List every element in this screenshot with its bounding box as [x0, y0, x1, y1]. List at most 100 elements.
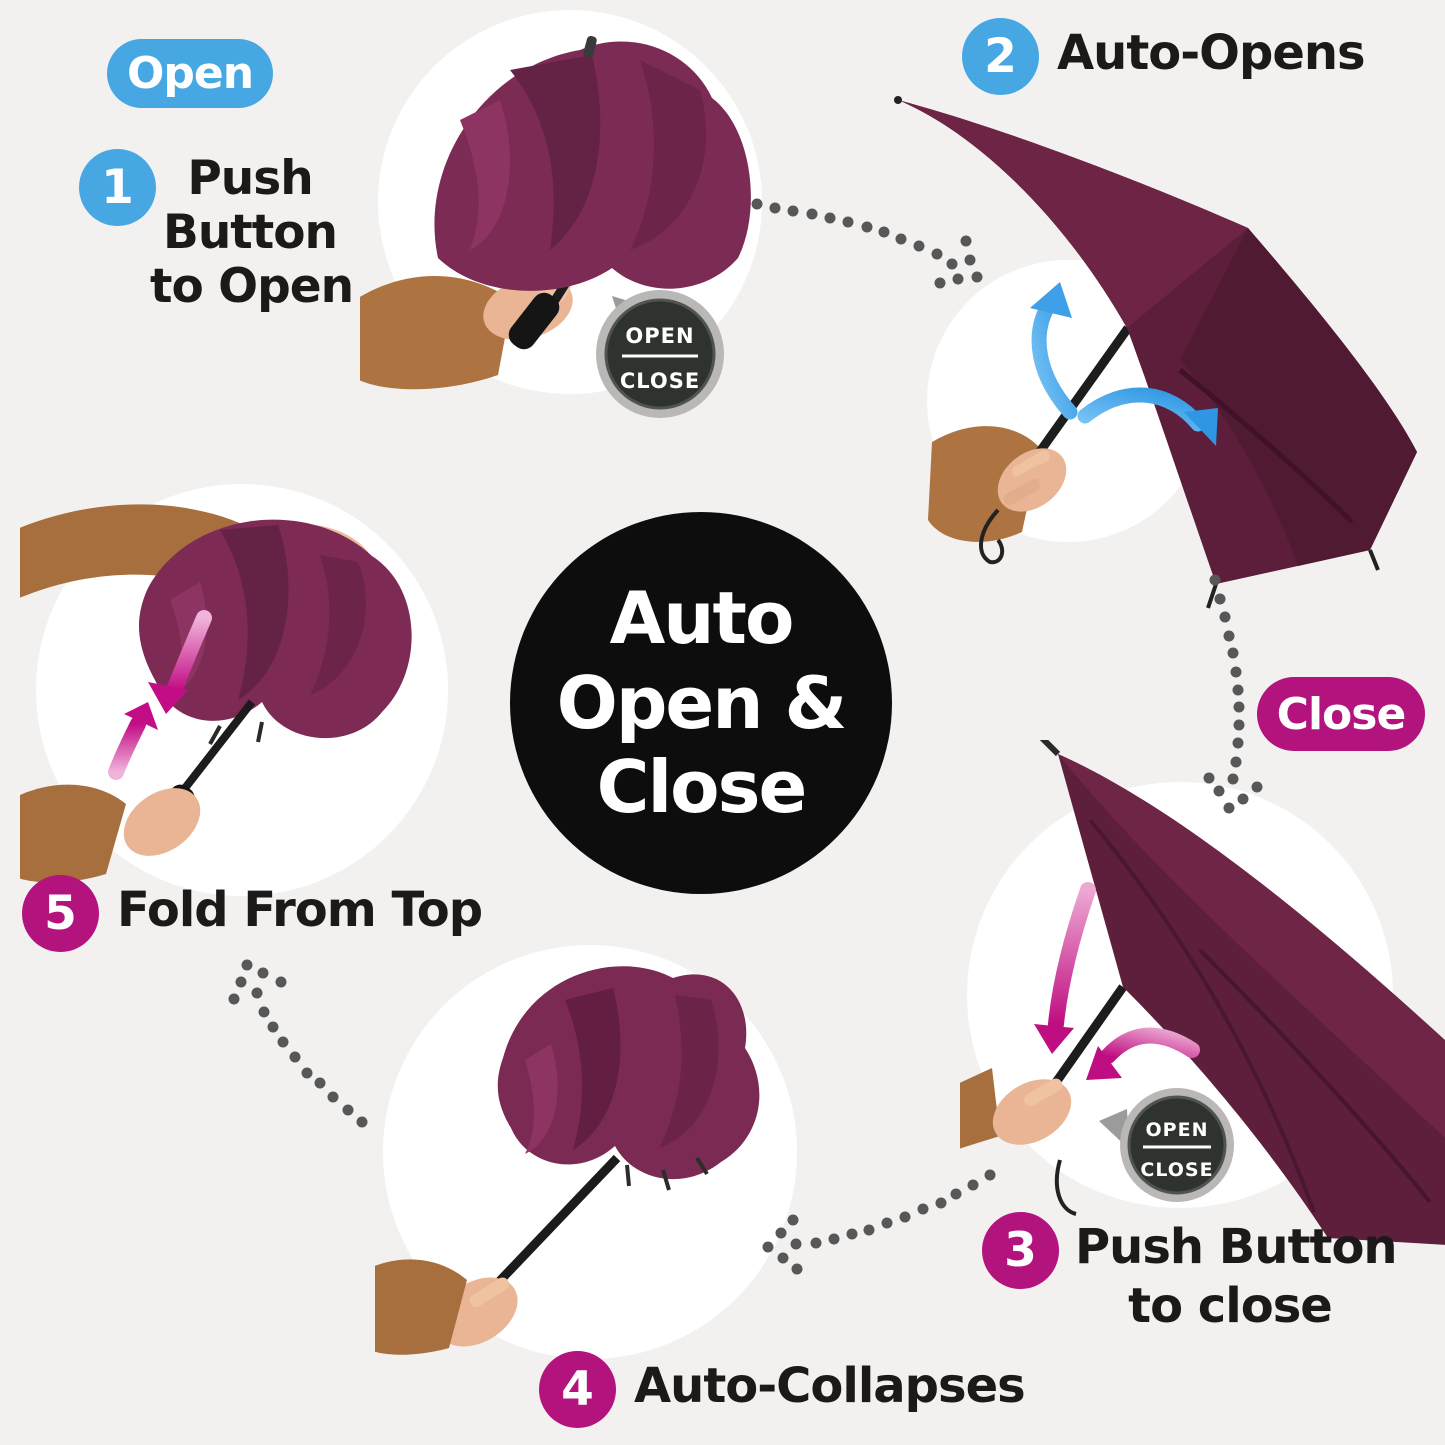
dotted-arrow-step1-to-step2	[750, 190, 1000, 304]
open-close-button-icon: OPEN CLOSE	[596, 290, 724, 418]
badge-ring	[1120, 1088, 1234, 1202]
rib-tip	[208, 725, 222, 745]
step-1-number: 1	[101, 160, 134, 215]
step-1-label: Push Button to Open	[150, 151, 354, 315]
umbrella-handle	[455, 1280, 505, 1334]
wrist-strap	[1054, 1159, 1077, 1216]
upper-hand	[261, 524, 375, 600]
watch-strap	[232, 525, 248, 547]
folded-umbrella-canopy	[434, 41, 751, 291]
step-5-photo	[20, 470, 470, 910]
canopy-fold-highlight	[525, 1044, 558, 1154]
closing-umbrella-canopy	[1058, 754, 1445, 1245]
center-badge-line-1: Auto	[609, 575, 795, 660]
canopy-rib-seam	[1198, 948, 1432, 1204]
canopy-fold-shadow	[510, 55, 601, 250]
canopy-fold-shadow	[630, 60, 707, 250]
step-5-number: 5	[44, 886, 77, 941]
step-1-number-badge: 1	[79, 149, 156, 226]
arrowhead	[148, 682, 188, 714]
rib-tip	[695, 1156, 709, 1176]
photo-circle-background	[967, 782, 1393, 1208]
thumb	[539, 261, 573, 307]
finger	[1003, 479, 1041, 505]
step-1-line-2: Button	[163, 205, 338, 261]
umbrella-handle	[1015, 1080, 1065, 1136]
open-direction-arrow-up	[1031, 295, 1078, 420]
canopy-fold-shadow	[565, 988, 621, 1150]
step-5-number-badge: 5	[22, 875, 99, 952]
step-3-line-2: to close	[1128, 1277, 1333, 1334]
umbrella-handle	[147, 784, 195, 838]
rib-tip	[1368, 549, 1380, 571]
open-umbrella-canopy	[898, 100, 1417, 584]
fold-arrow-down	[166, 610, 212, 698]
badge-ring	[596, 290, 724, 418]
umbrella-shaft	[178, 699, 256, 795]
open-phase-label: Open	[126, 48, 254, 99]
handle-button	[1045, 1081, 1055, 1091]
rib-tip	[661, 1169, 671, 1191]
rib-tip	[894, 96, 902, 104]
canopy-rib-seam	[1088, 818, 1316, 1213]
finger	[1024, 1078, 1063, 1107]
lower-coat-sleeve	[20, 784, 126, 883]
arrowhead	[1086, 1046, 1122, 1080]
coat-sleeve	[375, 1259, 467, 1355]
badge-face	[1127, 1095, 1227, 1195]
folded-umbrella-canopy	[138, 519, 412, 739]
step-1-line-1: Push	[187, 151, 313, 206]
photo-circle-background	[36, 484, 448, 896]
step-2-number-badge: 2	[962, 18, 1039, 95]
step-4-label: Auto-Collapses	[634, 1358, 1026, 1414]
center-badge-line-3: Close	[596, 745, 808, 830]
step-4-photo	[375, 940, 805, 1370]
close-arrow-down	[1048, 882, 1096, 1032]
dotted-arrow-step4-to-step5	[225, 955, 375, 1139]
umbrella-shaft	[1048, 984, 1127, 1091]
badge-pointer	[612, 296, 652, 340]
arrowhead	[124, 702, 158, 730]
lower-hand	[123, 788, 201, 856]
badge-face	[604, 298, 716, 410]
badge-close-label: CLOSE	[620, 369, 700, 393]
wrist-strap	[978, 508, 1005, 565]
open-direction-arrow-right	[1077, 387, 1206, 432]
canopy-top-facet	[1058, 754, 1445, 1139]
photo-circle-background	[378, 10, 762, 394]
coat-sleeve	[928, 426, 1040, 542]
rib-tip	[1206, 583, 1218, 609]
arrowhead	[1034, 1024, 1074, 1054]
collapsed-umbrella-canopy	[497, 966, 760, 1180]
arrowhead	[1184, 408, 1218, 446]
umbrella-shaft	[548, 240, 595, 308]
step-1-photo: OPEN CLOSE	[360, 0, 780, 420]
fold-arrow-up	[108, 716, 146, 780]
badge-open-label: OPEN	[1146, 1119, 1209, 1141]
watch	[243, 520, 275, 548]
hand	[436, 1277, 518, 1347]
photo-circle-background	[383, 945, 797, 1359]
umbrella-shaft	[489, 1154, 621, 1292]
badge-pointer	[1099, 1109, 1129, 1149]
open-phase-pill: Open	[107, 39, 273, 108]
close-arrow-left	[1100, 1027, 1200, 1064]
step-1-line-3: to Open	[150, 259, 354, 315]
close-phase-label: Close	[1276, 688, 1407, 740]
finger	[469, 1277, 510, 1308]
canopy-fold-shadow	[220, 525, 289, 700]
photo-circle-background	[927, 260, 1209, 542]
hand	[992, 1079, 1072, 1145]
dotted-arrow-step3-to-step4	[760, 1165, 1005, 1289]
close-phase-pill: Close	[1257, 677, 1425, 751]
canopy-fold-shadow	[310, 555, 367, 695]
finger	[347, 568, 369, 612]
canopy-vent-seam	[1178, 368, 1354, 524]
canopy-fold-shadow	[659, 995, 719, 1148]
finger	[297, 568, 323, 614]
hand	[483, 276, 573, 340]
finger	[1008, 464, 1046, 492]
umbrella-handle	[508, 292, 560, 350]
step-2-photo	[880, 60, 1445, 620]
